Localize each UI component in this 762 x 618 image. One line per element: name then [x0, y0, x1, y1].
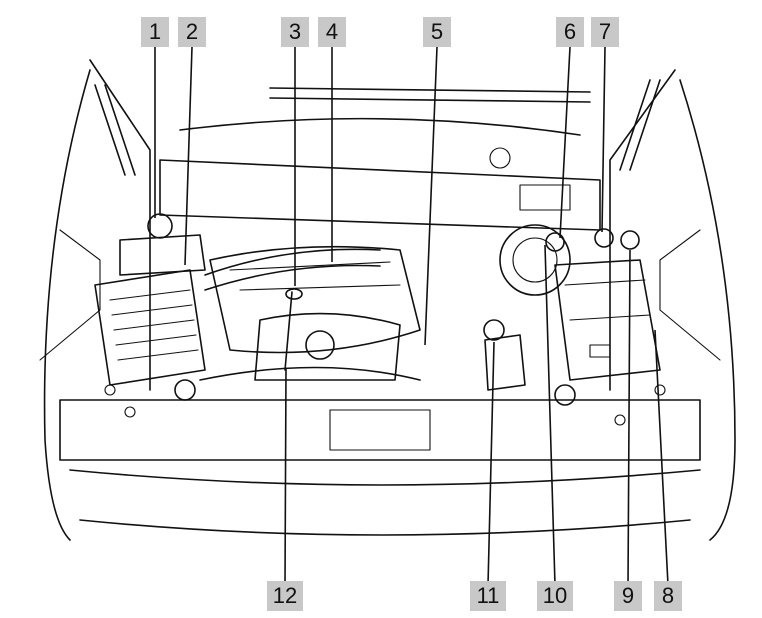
callout-10: 10 [537, 581, 573, 611]
callout-2: 2 [178, 17, 206, 47]
intake-tube [204, 248, 381, 291]
callout-leaders [154, 46, 669, 586]
callout-9: 9 [614, 581, 642, 611]
callout-3: 3 [281, 17, 309, 47]
callout-8: 8 [654, 581, 682, 611]
brake-booster [499, 224, 571, 296]
callout-1: 1 [141, 17, 169, 47]
callout-4: 4 [318, 17, 346, 47]
vehicle-body-outline [39, 59, 736, 541]
callout-11: 11 [470, 581, 506, 611]
air-filter-housing [94, 269, 206, 386]
callout-5: 5 [423, 17, 451, 47]
hood-struts [94, 79, 661, 176]
callout-7: 7 [591, 17, 619, 47]
firewall [159, 147, 601, 231]
callout-12: 12 [267, 581, 303, 611]
battery [554, 259, 661, 381]
engine-block [199, 245, 421, 381]
fluid-caps [483, 228, 640, 391]
mount-bolts [104, 379, 666, 426]
coolant-reservoir [119, 213, 206, 276]
oil-dipstick [284, 288, 303, 371]
callout-6: 6 [556, 17, 584, 47]
